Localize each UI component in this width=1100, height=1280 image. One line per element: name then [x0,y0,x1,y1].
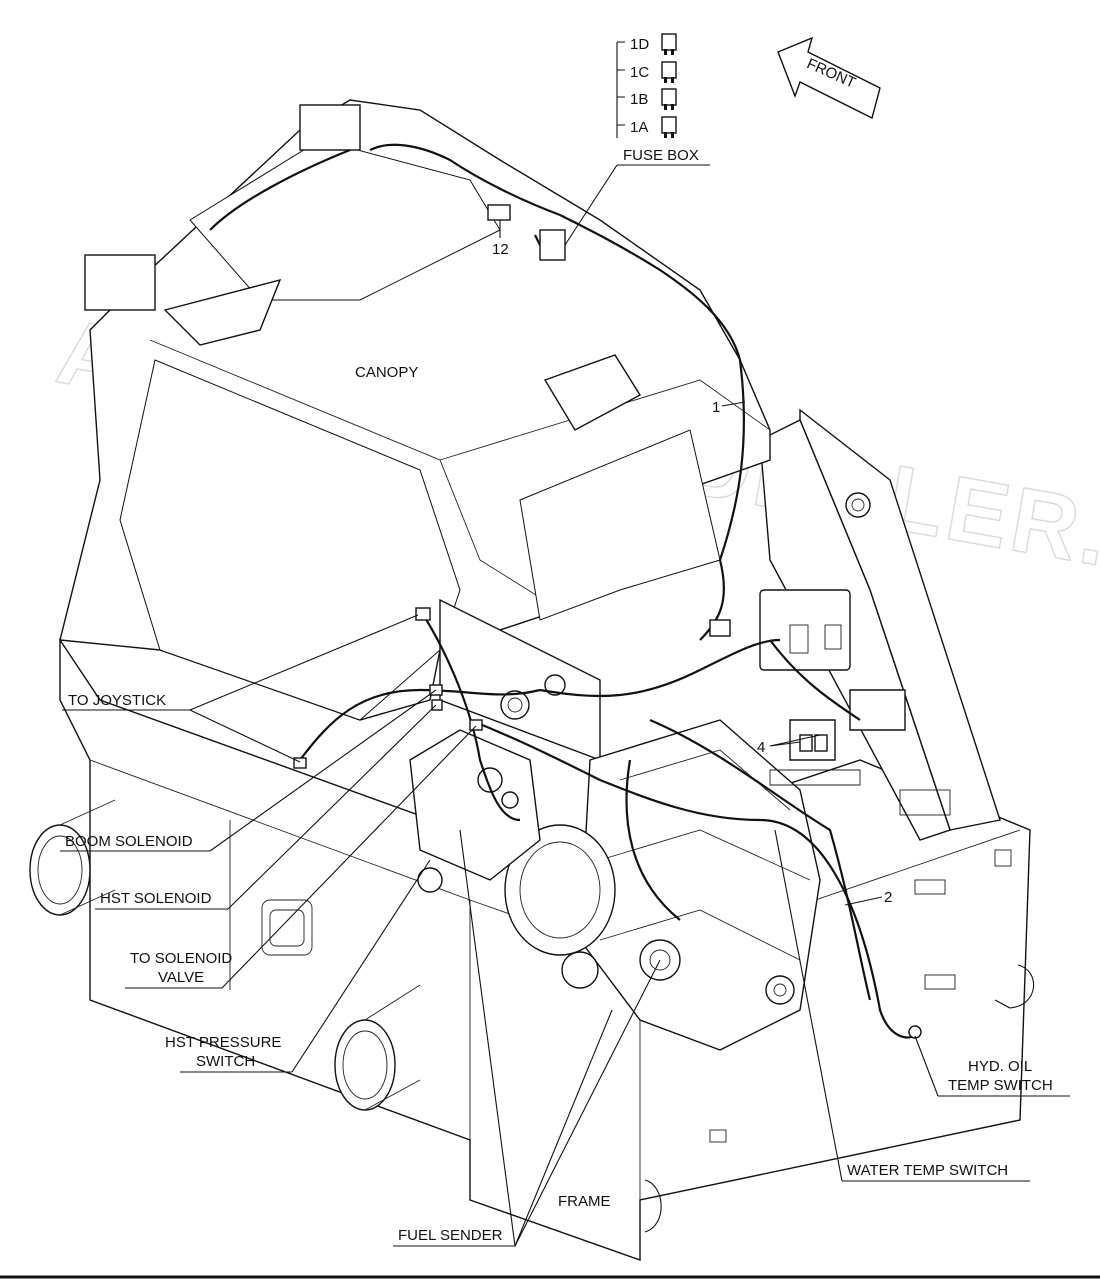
fuse-1a-label: 1A [630,119,648,136]
callout-1: 1 [712,399,720,416]
fuse-1a-icon [661,116,677,138]
fuse-1b-label: 1B [630,91,648,108]
to-solenoid-valve-label-1: TO SOLENOID [130,950,232,967]
fuse-1c-icon [661,61,677,83]
hst-solenoid-label: HST SOLENOID [100,890,212,907]
boom-solenoid-label: BOOM SOLENOID [65,833,193,850]
to-solenoid-valve-label-2: VALVE [158,969,204,986]
fuse-1c-label: 1C [630,64,649,81]
fuel-sender-label: FUEL SENDER [398,1227,503,1244]
frame-label: FRAME [558,1193,611,1210]
fuse-1d-icon [661,33,677,55]
canopy-label: CANOPY [355,364,418,381]
callout-2: 2 [884,889,892,906]
hst-pressure-switch-label-2: SWITCH [196,1053,255,1070]
wiring-harness [209,143,922,1039]
right-labels: HYD. OIL TEMP SWITCH WATER TEMP SWITCH F… [393,829,1070,1247]
canopy [59,99,771,762]
hyd-oil-temp-switch-label-2: TEMP SWITCH [948,1077,1053,1094]
front-arrow: FRONT [777,36,881,120]
left-labels: TO JOYSTICK BOOM SOLENOID HST SOLENOID T… [60,614,477,1073]
fuse-1b-icon [661,88,677,110]
hyd-oil-temp-switch-label-1: HYD. OIL [968,1058,1032,1075]
fuse-box-group: 1D 1C 1B 1A FUSE BOX [564,33,710,246]
hst-pressure-switch-label-1: HST PRESSURE [165,1034,281,1051]
water-temp-switch-label: WATER TEMP SWITCH [847,1162,1008,1179]
fuse-1d-label: 1D [630,36,649,53]
callout-12: 12 [492,241,509,258]
to-joystick-label: TO JOYSTICK [68,692,166,709]
right-upright [759,408,1001,841]
callout-4: 4 [757,739,765,756]
fuse-box-label: FUSE BOX [623,147,699,164]
engine-assembly [409,589,906,1051]
